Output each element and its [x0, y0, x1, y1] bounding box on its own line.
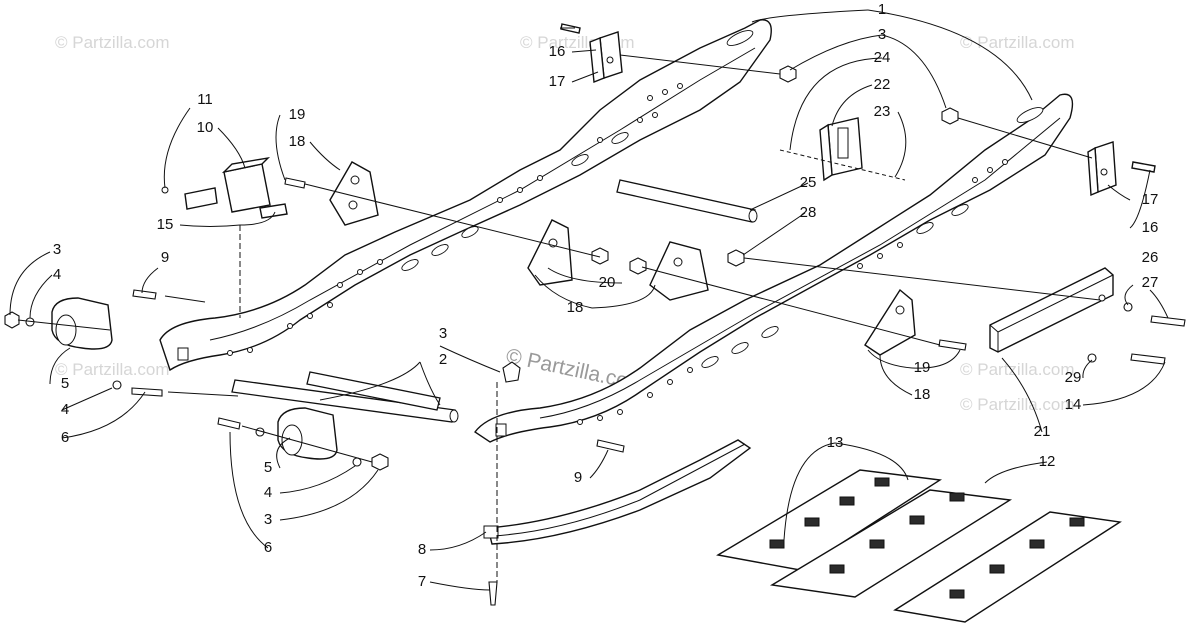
hardware — [4, 65, 1186, 606]
callout-19: 19 — [289, 106, 306, 123]
callout-26: 26 — [1142, 249, 1159, 266]
callout-5: 5 — [264, 459, 272, 476]
clamp-17-top — [560, 23, 623, 83]
callout-12: 12 — [1039, 453, 1056, 470]
callout-3: 3 — [53, 241, 61, 258]
callout-16: 16 — [1142, 219, 1159, 236]
callout-16: 16 — [549, 43, 566, 60]
callout-17: 17 — [549, 73, 566, 90]
watermark: © Partzilla.com — [55, 33, 170, 52]
leader-lines — [9, 9, 1169, 591]
watermark: © Partzilla.com — [55, 360, 170, 379]
callout-27: 27 — [1142, 274, 1159, 291]
callout-18: 18 — [567, 299, 584, 316]
bracket-assembly-10 — [161, 156, 288, 219]
track-12 — [716, 469, 1122, 623]
back-rail — [159, 19, 772, 372]
callout-14: 14 — [1065, 396, 1082, 413]
callout-5: 5 — [61, 375, 69, 392]
triangle-bracket-18b — [527, 219, 573, 286]
bumper-5-right — [277, 407, 338, 460]
bracket-22 — [819, 117, 863, 182]
callout-18: 18 — [289, 133, 306, 150]
callout-13: 13 — [827, 434, 844, 451]
callout-23: 23 — [874, 103, 891, 120]
callout-4: 4 — [61, 401, 69, 418]
bumper-5-left — [51, 297, 113, 350]
callout-11: 11 — [197, 91, 213, 108]
callout-22: 22 — [874, 76, 891, 93]
callout-7: 7 — [418, 573, 426, 590]
watermark: © Partzilla.com — [960, 33, 1075, 52]
slide-block-21 — [989, 267, 1114, 353]
callout-3: 3 — [878, 26, 886, 43]
callout-19: 19 — [914, 359, 931, 376]
callout-4: 4 — [53, 266, 61, 283]
callout-8: 8 — [418, 541, 426, 558]
watermark: © Partzilla.com — [960, 395, 1075, 414]
callout-6: 6 — [264, 539, 272, 556]
callout-17: 17 — [1142, 191, 1159, 208]
watermark: © Partzilla.com — [960, 360, 1075, 379]
callout-25: 25 — [800, 174, 817, 191]
triangle-bracket-18d — [864, 288, 916, 356]
callout-18: 18 — [914, 386, 931, 403]
wear-strip-8 — [483, 439, 752, 545]
callout-21: 21 — [1034, 423, 1051, 440]
cross-rods — [231, 179, 758, 423]
callout-10: 10 — [197, 119, 214, 136]
callout-2: 2 — [439, 351, 447, 368]
callout-3: 3 — [439, 325, 447, 342]
callout-15: 15 — [157, 216, 174, 233]
callout-1: 1 — [878, 1, 886, 18]
callout-20: 20 — [599, 274, 616, 291]
front-rail — [473, 93, 1074, 443]
callout-9: 9 — [574, 469, 582, 486]
callout-6: 6 — [61, 429, 69, 446]
callout-24: 24 — [874, 49, 891, 66]
triangle-bracket-18a — [329, 161, 379, 226]
callout-29: 29 — [1065, 369, 1082, 386]
triangle-bracket-18c — [649, 241, 709, 301]
callout-3: 3 — [264, 511, 272, 528]
callout-28: 28 — [800, 204, 817, 221]
callout-4: 4 — [264, 484, 272, 501]
callout-labels: 1 3 24 22 23 16 17 11 10 19 18 15 3 4 9 … — [53, 1, 1159, 590]
callout-9: 9 — [161, 249, 169, 266]
clamp-17-right — [1087, 141, 1156, 197]
